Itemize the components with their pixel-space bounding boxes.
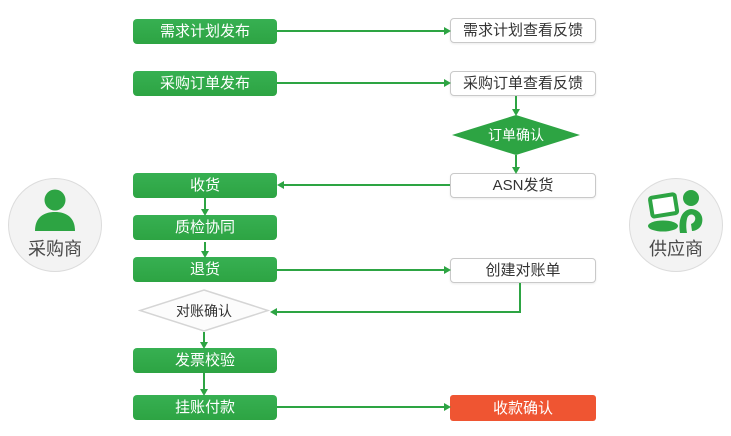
arrow-order-confirm-to-asn (512, 155, 520, 174)
recon-confirm-label: 对账确认 (176, 302, 232, 319)
node-purchase-order-publish: 采购订单发布 (133, 71, 277, 96)
actor-supplier-label: 供应商 (649, 239, 703, 259)
node-demand-plan-publish: 需求计划发布 (133, 19, 277, 44)
connector-statement-down (519, 283, 521, 313)
node-quality-inspection: 质检协同 (133, 215, 277, 240)
node-receive-goods: 收货 (133, 173, 277, 198)
buyer-person-icon (33, 189, 77, 233)
arrow-payment-to-receipt-confirm (277, 403, 451, 411)
supplier-person-laptop-icon (647, 189, 705, 233)
node-invoice-verification: 发票校验 (133, 348, 277, 373)
arrow-invoice-to-payment (200, 373, 208, 396)
node-payment-on-account: 挂账付款 (133, 395, 277, 420)
order-confirm-label: 订单确认 (488, 127, 544, 143)
arrow-statement-to-recon-confirm (270, 308, 521, 316)
arrow-return-to-statement (277, 266, 451, 274)
arrow-recon-to-invoice (200, 332, 208, 349)
node-purchase-order-feedback: 采购订单查看反馈 (450, 71, 596, 96)
node-receipt-confirmation: 收款确认 (450, 395, 596, 421)
actor-buyer-label: 采购商 (28, 239, 82, 259)
actor-supplier: 供应商 (629, 178, 723, 272)
node-create-statement: 创建对账单 (450, 258, 596, 283)
node-return-goods: 退货 (133, 257, 277, 282)
node-demand-plan-feedback: 需求计划查看反馈 (450, 18, 596, 43)
arrow-po-publish-to-feedback (277, 79, 451, 87)
arrow-po-feedback-to-order-confirm (512, 96, 520, 116)
actor-buyer: 采购商 (8, 178, 102, 272)
node-order-confirm-decision: 订单确认 (452, 115, 580, 155)
arrow-receive-to-quality (201, 198, 209, 216)
node-reconciliation-confirm-decision: 对账确认 (138, 289, 270, 332)
arrow-asn-to-receive (277, 181, 450, 189)
node-asn-shipment: ASN发货 (450, 173, 596, 198)
arrow-quality-to-return (201, 242, 209, 258)
arrow-demand-publish-to-feedback (277, 27, 451, 35)
